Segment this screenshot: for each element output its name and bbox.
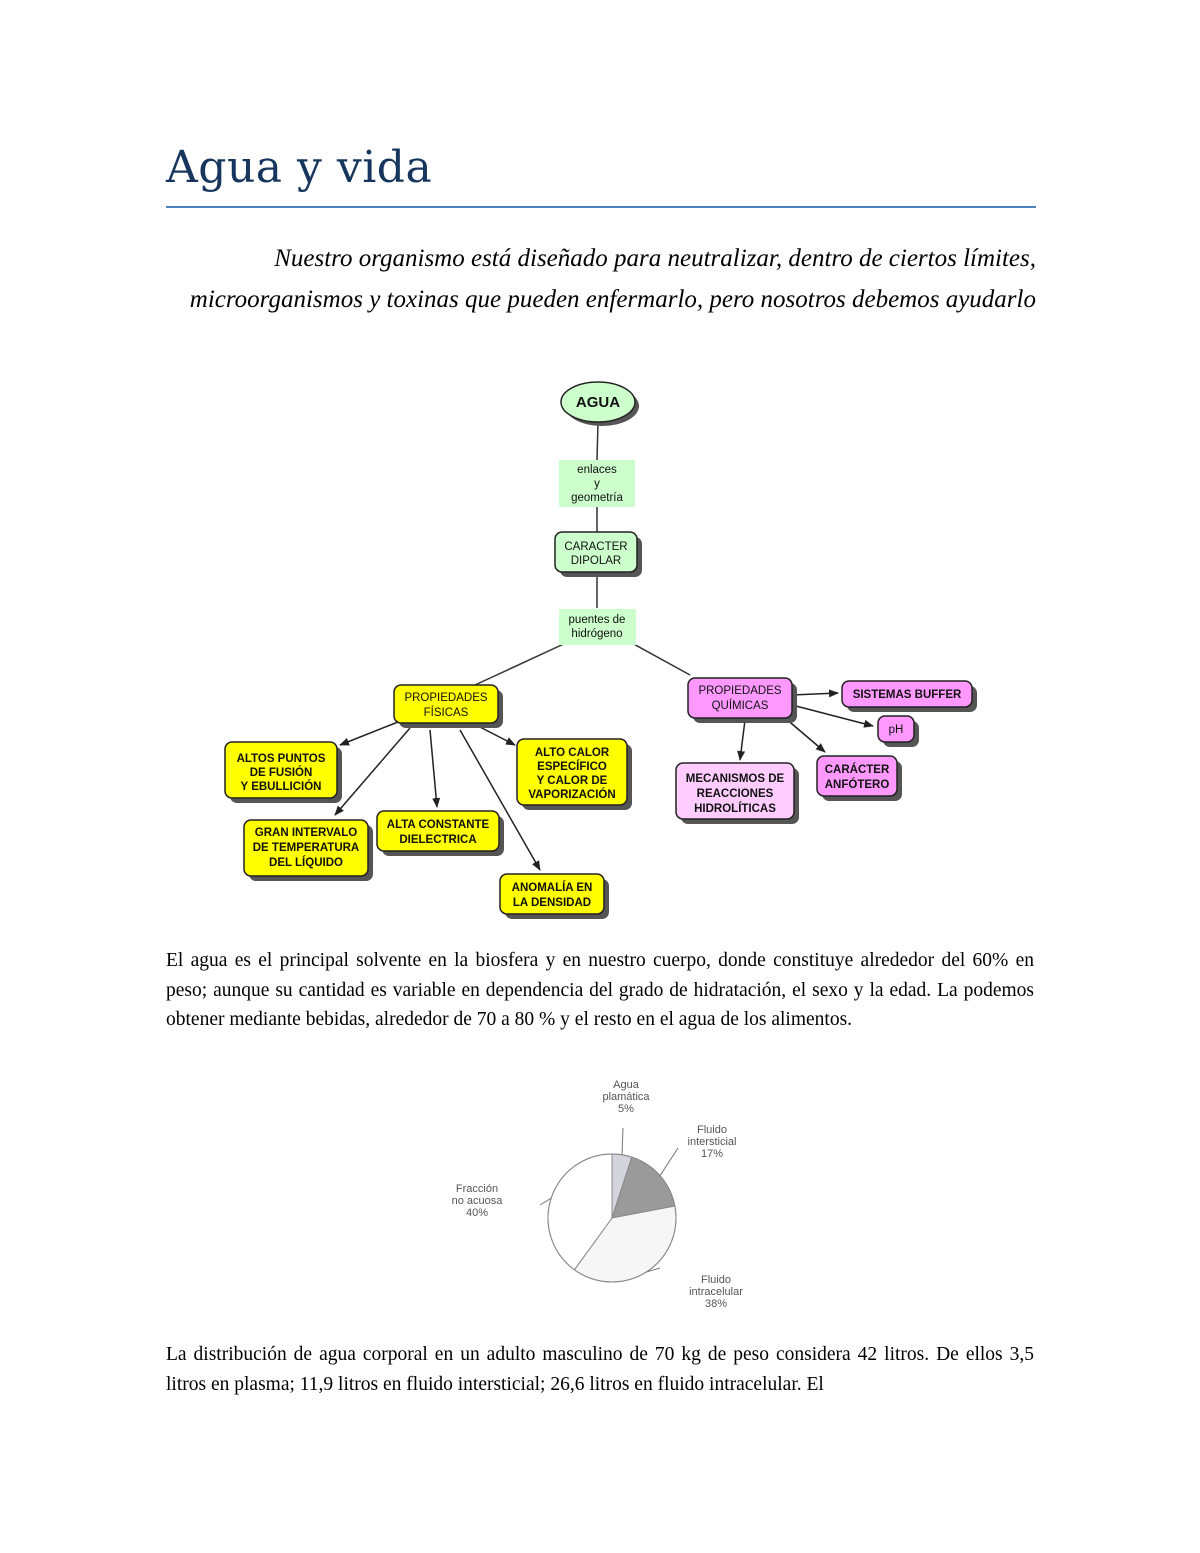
node-gran-intervalo: GRAN INTERVALO DE TEMPERATURA DEL LÍQUID…: [243, 819, 373, 881]
pie-leader-2: [659, 1147, 679, 1176]
mecanismos-line-3: HIDROLÍTICAS: [694, 802, 776, 815]
water-distribution-pie-chart: Aguaplamática5%Fluidointersticial17%Flui…: [452, 1079, 744, 1310]
pie-leader-4: [539, 1197, 552, 1206]
pie-label-3-line-2: intracelular: [689, 1286, 743, 1298]
calor-line-1: ALTO CALOR: [535, 747, 610, 759]
pie-label-1-line-2: plamática: [602, 1091, 650, 1103]
node-agua-label: AGUA: [576, 394, 620, 411]
pie-leaders: [539, 1127, 679, 1273]
body-paragraph-2: La distribución de agua corporal en un a…: [166, 1344, 1034, 1395]
node-anomalia-densidad: ANOMALÍA EN LA DENSIDAD: [499, 873, 609, 919]
connector-puentes-quimicas: [629, 641, 691, 676]
pie-outline: [547, 1153, 677, 1283]
pie-label-3-line-3: 38%: [705, 1298, 727, 1310]
calor-line-2: ESPECÍFICO: [537, 760, 607, 773]
pie-slices: [547, 1153, 677, 1283]
altos-line-3: Y EBULLICIÓN: [241, 780, 322, 793]
connector-puentes-fisicas: [474, 641, 569, 686]
title-rule: [166, 206, 1036, 208]
enlaces-line-2: y: [594, 478, 600, 490]
body-paragraph-1: El agua es el principal solvente en la b…: [166, 950, 1034, 1030]
dipolar-line-1: CARACTER: [564, 541, 627, 553]
arrow-fisicas-constante: [429, 729, 441, 808]
node-altos-puntos: ALTOS PUNTOS DE FUSIÓN Y EBULLICIÓN: [224, 741, 342, 803]
node-enlaces-geometria: enlaces y geometría: [559, 460, 635, 507]
pie-label-2-line-3: 17%: [701, 1148, 723, 1160]
gran-line-3: DEL LÍQUIDO: [269, 856, 343, 869]
calor-line-3: Y CALOR DE: [537, 775, 608, 787]
pie-label-1-line-3: 5%: [618, 1103, 634, 1115]
node-alto-calor: ALTO CALOR ESPECÍFICO Y CALOR DE VAPORIZ…: [516, 738, 632, 810]
node-caracter-dipolar: CARACTER DIPOLAR: [554, 531, 642, 577]
connector-agua-enlaces: [596, 421, 599, 461]
arrow-fisicas-calor: [477, 725, 516, 746]
puentes-line-1: puentes de: [569, 614, 626, 626]
pie-label-3-line-1: Fluido: [701, 1274, 731, 1286]
gran-line-1: GRAN INTERVALO: [255, 827, 357, 839]
enlaces-line-3: geometría: [571, 492, 623, 504]
ph-label: pH: [889, 724, 904, 736]
constante-line-2: DIELECTRICA: [399, 834, 476, 846]
node-propiedades-fisicas: PROPIEDADES FÍSICAS: [393, 684, 503, 728]
fisicas-line-2: FÍSICAS: [424, 706, 469, 719]
anomalia-line-2: LA DENSIDAD: [513, 897, 591, 909]
pie-label-1-line-1: Agua: [613, 1079, 640, 1091]
page-title: Agua y vida: [166, 142, 433, 193]
arrow-quimicas-ph: [791, 704, 874, 728]
node-ph: pH: [877, 715, 919, 747]
mecanismos-line-1: MECANISMOS DE: [686, 773, 785, 785]
arrow-fisicas-gran: [334, 727, 411, 816]
puentes-line-2: hidrógeno: [571, 628, 622, 640]
node-sistemas-buffer: SISTEMAS BUFFER: [841, 680, 977, 712]
node-agua: AGUA: [560, 381, 639, 426]
concept-map-connectors: [334, 421, 874, 871]
pie-label-2-line-2: intersticial: [688, 1136, 737, 1148]
fisicas-line-1: PROPIEDADES: [404, 692, 487, 704]
anomalia-line-1: ANOMALÍA EN: [512, 881, 593, 894]
node-caracter-anfotero: CARÁCTER ANFÓTERO: [816, 755, 902, 801]
arrow-fisicas-anomalia: [459, 729, 541, 871]
pie-label-4-line-2: no acuosa: [452, 1195, 504, 1207]
pie-label-4-line-3: 40%: [466, 1207, 488, 1219]
calor-line-4: VAPORIZACIÓN: [528, 788, 615, 801]
quimicas-line-1: PROPIEDADES: [698, 685, 781, 697]
anfotero-line-2: ANFÓTERO: [825, 778, 890, 791]
pie-labels: Aguaplamática5%Fluidointersticial17%Flui…: [452, 1079, 744, 1310]
quimicas-line-2: QUÍMICAS: [712, 699, 769, 712]
pie-label-4-line-1: Fracción: [456, 1183, 498, 1195]
pie-label-2-line-1: Fluido: [697, 1124, 727, 1136]
mecanismos-line-2: REACCIONES: [697, 788, 774, 800]
concept-map: AGUA enlaces y geometría CARACTER DIPOLA…: [224, 381, 977, 919]
constante-line-1: ALTA CONSTANTE: [387, 819, 490, 831]
gran-line-2: DE TEMPERATURA: [253, 842, 359, 854]
pie-leader-3: [646, 1267, 661, 1273]
intro-quote: Nuestro organismo está diseñado para neu…: [189, 245, 1036, 313]
buffer-label: SISTEMAS BUFFER: [853, 689, 962, 701]
node-alta-constante: ALTA CONSTANTE DIELECTRICA: [376, 810, 504, 856]
pie-leader-1: [621, 1127, 624, 1155]
enlaces-line-1: enlaces: [577, 464, 617, 476]
arrow-quimicas-buffer: [791, 689, 839, 698]
anfotero-line-1: CARÁCTER: [825, 763, 890, 776]
altos-line-1: ALTOS PUNTOS: [237, 753, 326, 765]
altos-line-2: DE FUSIÓN: [250, 766, 313, 779]
node-propiedades-quimicas: PROPIEDADES QUÍMICAS: [687, 677, 797, 723]
arrow-quimicas-mecanismos: [737, 719, 746, 761]
node-mecanismos: MECANISMOS DE REACCIONES HIDROLÍTICAS: [675, 762, 799, 824]
dipolar-line-2: DIPOLAR: [571, 555, 622, 567]
node-puentes-hidrogeno: puentes de hidrógeno: [559, 609, 636, 645]
arrow-quimicas-anfotero: [784, 717, 826, 753]
arrow-fisicas-altos: [339, 721, 399, 746]
